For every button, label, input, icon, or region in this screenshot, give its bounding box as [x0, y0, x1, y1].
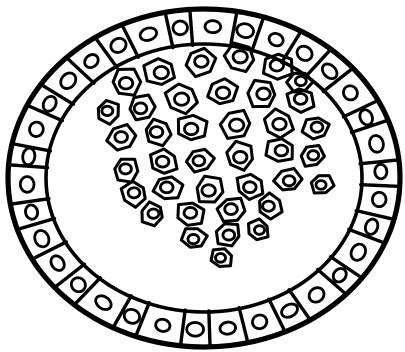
- trophoblast-cell-wall: [209, 311, 210, 345]
- icm-nucleus: [229, 119, 243, 131]
- icm-cell: [301, 146, 324, 167]
- trophoblast-nucleus: [48, 253, 67, 273]
- trophoblast-cell-wall: [29, 106, 62, 121]
- icm-nucleus: [195, 56, 208, 68]
- trophoblast-cell-wall: [356, 211, 392, 219]
- icm-nucleus: [311, 122, 323, 132]
- icm-nucleus: [216, 87, 229, 99]
- icm-nucleus: [257, 88, 270, 100]
- trophoblast-cell-wall: [360, 160, 397, 164]
- trophoblast-nucleus: [341, 83, 360, 103]
- icm-cell: [237, 174, 263, 199]
- trophoblast-cell-wall: [190, 11, 193, 45]
- trophoblast-nucleus: [139, 26, 159, 43]
- icm-nucleus: [160, 182, 173, 193]
- trophoblast-cell-wall: [19, 219, 54, 229]
- icm-nucleus: [273, 118, 286, 130]
- icm-nucleus: [193, 156, 205, 166]
- icm-cell: [107, 125, 136, 151]
- icm-cell: [151, 149, 178, 173]
- trophoblast-nucleus: [24, 204, 39, 221]
- icm-nucleus: [119, 77, 132, 89]
- icm-cell: [113, 69, 141, 95]
- trophoblast-nucleus: [22, 147, 36, 165]
- trophoblast-nucleus: [294, 43, 315, 63]
- trophoblast-nucleus: [205, 20, 221, 33]
- icm-nucleus: [283, 176, 295, 186]
- trophoblast-cell-wall: [96, 39, 117, 67]
- icm-nucleus: [184, 207, 197, 218]
- trophoblast-nucleus: [154, 318, 171, 333]
- icm-nucleus: [254, 226, 264, 235]
- icm-nucleus: [215, 254, 225, 263]
- icm-nucleus: [120, 164, 132, 174]
- trophoblast-cell-wall: [181, 310, 185, 344]
- icm-nucleus: [316, 181, 326, 190]
- icm-nucleus: [234, 151, 247, 163]
- icm-cell: [165, 84, 197, 114]
- trophoblast-nucleus: [363, 217, 379, 236]
- inner-cell-mass: [98, 43, 334, 267]
- trophoblast-nucleus: [306, 285, 327, 305]
- icm-nucleus: [148, 209, 159, 218]
- icm-nucleus: [184, 123, 197, 135]
- trophoblast-nucleus: [172, 20, 188, 35]
- icm-cell: [264, 109, 293, 138]
- icm-nucleus: [128, 188, 140, 198]
- trophoblast-nucleus: [58, 70, 79, 92]
- trophoblast-cell-wall: [166, 14, 173, 47]
- icm-nucleus: [188, 234, 199, 243]
- icm-nucleus: [225, 204, 238, 215]
- icm-cell: [121, 181, 145, 207]
- trophoblast-nucleus: [28, 120, 46, 138]
- icm-nucleus: [270, 59, 283, 71]
- trophoblast-nucleus: [319, 61, 339, 81]
- icm-cell: [186, 48, 216, 76]
- icm-nucleus: [223, 230, 235, 240]
- icm-cell: [217, 198, 245, 221]
- icm-nucleus: [202, 185, 215, 197]
- icm-cell: [227, 141, 253, 170]
- trophoblast-nucleus: [368, 134, 385, 153]
- icm-nucleus: [174, 93, 188, 105]
- trophoblast-cell-wall: [12, 199, 49, 204]
- icm-nucleus: [154, 67, 168, 79]
- trophoblast-nucleus: [32, 228, 51, 249]
- icm-nucleus: [294, 94, 307, 105]
- trophoblast-nucleus: [235, 22, 255, 39]
- icm-nucleus: [295, 76, 306, 85]
- icm-nucleus: [102, 106, 113, 115]
- trophoblast-nucleus: [186, 322, 203, 336]
- icm-nucleus: [134, 103, 147, 114]
- icm-nucleus: [308, 151, 319, 160]
- trophoblast-nucleus: [108, 36, 128, 55]
- trophoblast-nucleus: [20, 176, 34, 192]
- trophoblast-nucleus: [267, 31, 285, 48]
- icm-cell: [186, 149, 214, 172]
- trophoblast-nucleus: [279, 301, 300, 320]
- trophoblast-cell-wall: [361, 185, 398, 187]
- icm-nucleus: [115, 132, 128, 143]
- trophoblast-cell-wall: [352, 121, 387, 133]
- trophoblast-nucleus: [93, 293, 114, 312]
- trophoblast-cell-wall: [68, 59, 94, 83]
- icm-cell: [153, 177, 183, 199]
- icm-nucleus: [233, 51, 247, 63]
- trophoblast-nucleus: [251, 313, 269, 330]
- trophoblast-nucleus: [375, 164, 388, 179]
- icm-nucleus: [156, 156, 169, 167]
- trophoblast-nucleus: [82, 52, 101, 70]
- trophoblast-nucleus: [371, 191, 387, 207]
- icm-nucleus: [263, 201, 275, 211]
- trophoblast-nucleus: [348, 242, 368, 263]
- icm-nucleus: [150, 127, 163, 138]
- icm-nucleus: [275, 145, 288, 156]
- icm-nucleus: [244, 182, 257, 193]
- icm-cell: [144, 59, 175, 85]
- trophoblast-nucleus: [219, 321, 236, 335]
- trophoblast-cell-wall: [239, 308, 247, 341]
- icm-cell: [220, 110, 250, 138]
